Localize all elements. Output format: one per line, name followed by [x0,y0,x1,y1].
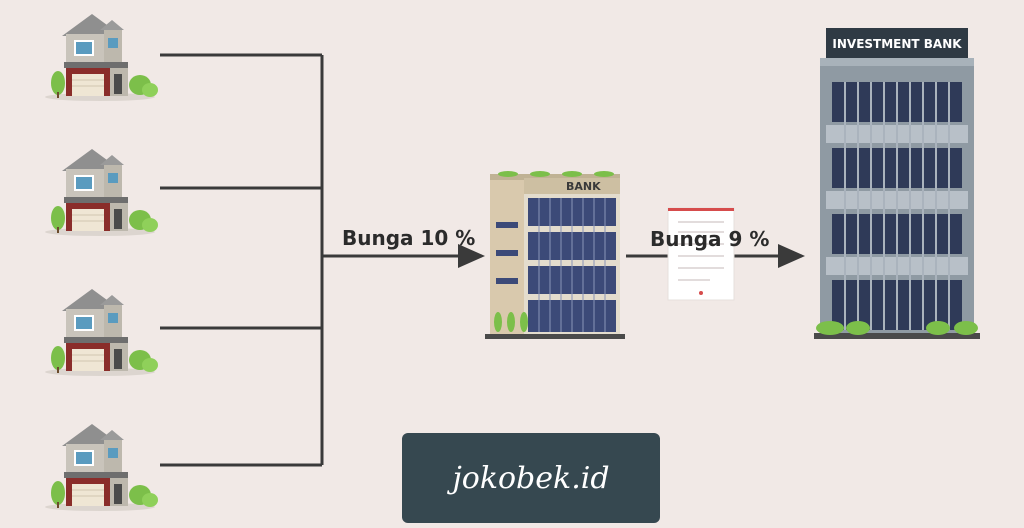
bank-building-icon [485,171,625,339]
edge-label-bank-to-investment: Bunga 9 % [650,227,770,251]
investment-bank-building-icon [814,28,980,339]
house-icon-2 [44,148,159,237]
watermark-text: jokobek.id [452,460,610,496]
house-connector-lines [160,53,324,467]
house-icon-4 [44,423,159,512]
edge-label-houses-to-bank: Bunga 10 % [342,226,476,250]
bank-sign: BANK [566,180,601,193]
house-icon-3 [44,288,159,377]
watermark-badge: jokobek.id [402,433,660,523]
document-icon [667,207,735,301]
house-icon-1 [44,13,159,102]
investment-bank-sign: INVESTMENT BANK [832,37,962,51]
